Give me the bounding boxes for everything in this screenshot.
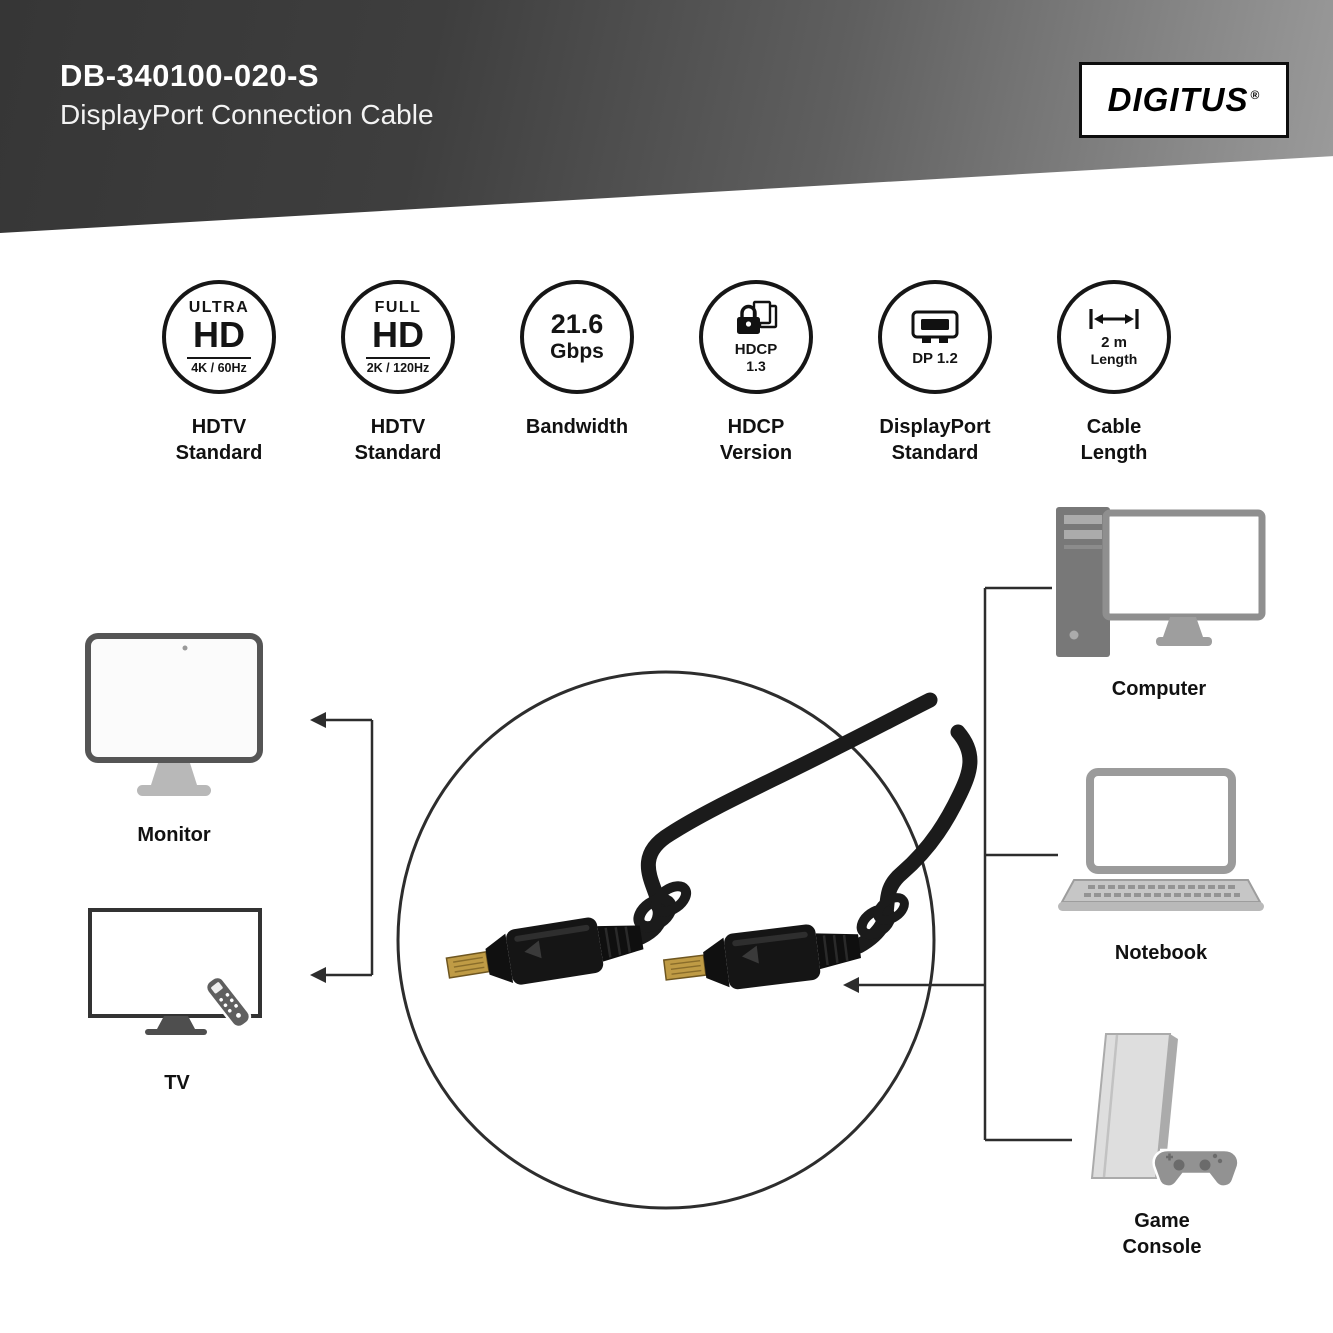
notebook-device <box>1058 768 1264 920</box>
feature-full-hd: FULL HD 2K / 120Hz HDTV Standard <box>309 280 488 466</box>
diagram-lines-and-cable <box>310 586 1072 1210</box>
tv-label: TV <box>164 1072 190 1094</box>
registered-trademark: ® <box>1250 88 1261 102</box>
connection-diagram: Monitor TV Com <box>0 470 1333 1333</box>
game-console-label: Game Console <box>1122 1210 1202 1258</box>
displayport-plug-icon <box>911 310 959 343</box>
cable-length-icon: 2 m Length <box>1057 280 1171 394</box>
game-console-device <box>1072 1030 1252 1208</box>
brand-logo: DIGITUS® <box>1079 62 1289 138</box>
full-hd-icon: FULL HD 2K / 120Hz <box>341 280 455 394</box>
displayport-connector-right <box>662 924 862 990</box>
tv-device <box>88 908 266 1043</box>
right-connection-lines <box>857 586 1072 1142</box>
feature-label: HDTV Standard <box>354 416 442 464</box>
monitor-label: Monitor <box>137 824 211 846</box>
computer-device <box>1050 503 1268 683</box>
notebook-label: Notebook <box>1114 942 1208 964</box>
feature-label: Cable Length <box>1080 416 1148 464</box>
game-console-icon <box>1090 1033 1240 1188</box>
feature-bandwidth: 21.6 Gbps Bandwidth <box>488 280 667 466</box>
left-connection-lines <box>324 718 374 977</box>
hdcp-lock-documents-icon <box>737 300 778 334</box>
remote-control-icon <box>204 975 252 1029</box>
feature-label: HDTV Standard <box>175 416 263 464</box>
feature-label: DisplayPort Standard <box>879 416 991 464</box>
arrow-to-monitor-icon <box>310 712 326 728</box>
feature-label: HDCP Version <box>719 416 793 464</box>
bandwidth-icon: 21.6 Gbps <box>520 280 634 394</box>
displayport-connector-left <box>445 917 644 985</box>
cable-photo-circle <box>396 670 936 1210</box>
hdcp-icon: HDCP 1.3 <box>699 280 813 394</box>
ultra-hd-icon: ULTRA HD 4K / 60Hz <box>162 280 276 394</box>
arrow-to-cable-icon <box>843 977 859 993</box>
notebook-icon <box>1058 768 1264 911</box>
length-arrows-icon <box>1089 308 1139 329</box>
computer-label: Computer <box>1111 678 1207 700</box>
feature-ultra-hd: ULTRA HD 4K / 60Hz HDTV Standard <box>130 280 309 466</box>
feature-label: Bandwidth <box>525 416 629 438</box>
feature-displayport: DP 1.2 DisplayPort Standard <box>846 280 1025 466</box>
arrow-to-tv-icon <box>310 967 326 983</box>
displayport-standard-icon: DP 1.2 <box>878 280 992 394</box>
displayport-cable <box>633 692 978 954</box>
feature-cable-length: 2 m Length Cable Length <box>1025 280 1204 466</box>
tv-icon <box>88 908 262 1035</box>
monitor-icon <box>85 633 263 796</box>
brand-name: DIGITUS <box>1107 81 1249 118</box>
divider <box>366 356 430 359</box>
feature-hdcp: HDCP 1.3 HDCP Version <box>667 280 846 466</box>
computer-icon <box>1056 507 1266 657</box>
header-text: DB-340100-020-S DisplayPort Connection C… <box>60 58 434 131</box>
monitor-device <box>85 633 263 811</box>
divider <box>187 356 251 359</box>
product-name: DisplayPort Connection Cable <box>60 98 434 130</box>
gamepad-icon <box>1152 1148 1240 1188</box>
product-code: DB-340100-020-S <box>60 58 320 93</box>
feature-row: ULTRA HD 4K / 60Hz HDTV Standard FULL HD… <box>0 280 1333 466</box>
